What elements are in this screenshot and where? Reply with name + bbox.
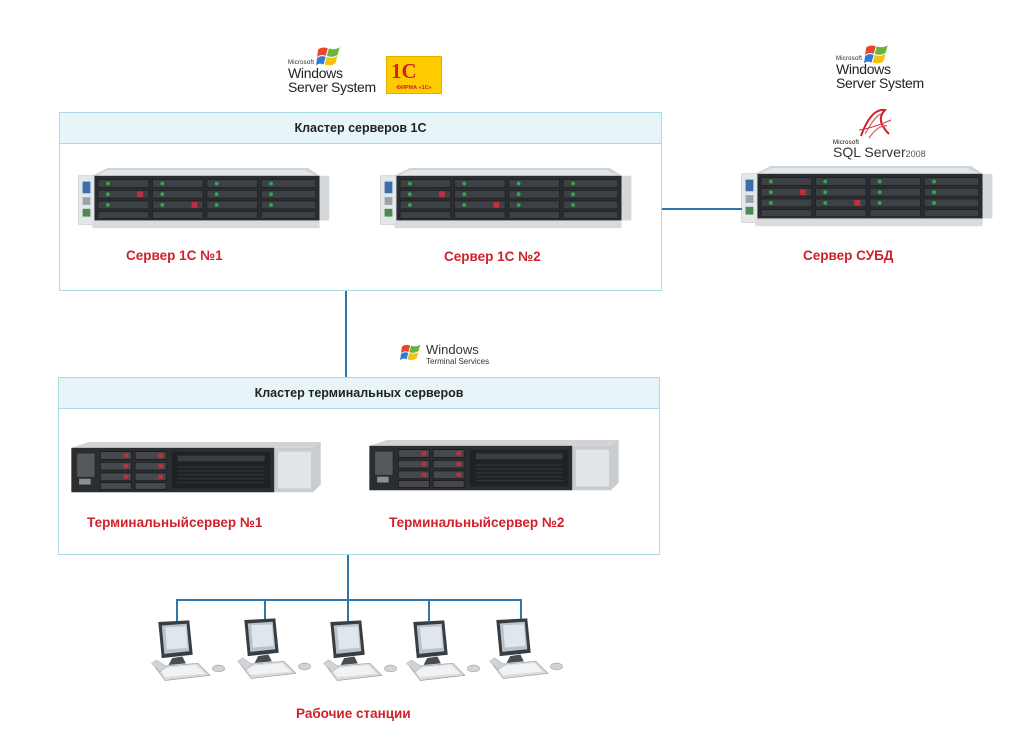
- logo-windows-text: Windows: [288, 65, 343, 81]
- 1u-rack-server-icon: [741, 166, 995, 234]
- server-1c-1-label: Сервер 1С №1: [126, 248, 223, 263]
- terminal-server-1-label: Терминальныйсервер №1: [87, 515, 263, 530]
- sql-server-version: 2008: [905, 149, 926, 159]
- windows-flag-icon: [316, 44, 344, 70]
- wts-terminal-services-text: Terminal Services: [426, 357, 490, 366]
- sql-microsoft-text: Microsoft: [833, 140, 860, 146]
- sql-server-logo-icon: [858, 108, 892, 139]
- connector-line: [347, 599, 349, 621]
- logo-microsoft-text: Microsoft: [836, 56, 863, 62]
- windows-flag-icon: [400, 342, 424, 364]
- cluster-1c-title: Кластер серверов 1С: [60, 113, 661, 144]
- connector-line: [176, 599, 178, 621]
- dbms-server-label: Сервер СУБД: [803, 248, 894, 263]
- connector-line: [264, 599, 266, 621]
- connector-line: [520, 599, 522, 621]
- desktop-workstation-icon: [234, 616, 320, 686]
- 1c-logo: 1C ФИРМА «1С»: [386, 56, 442, 94]
- workstations-label: Рабочие станции: [296, 706, 411, 721]
- logo-windows-text: Windows: [836, 61, 891, 77]
- 1c-logo-sub: ФИРМА «1С»: [396, 85, 432, 91]
- connector-line: [345, 291, 347, 377]
- network-bus-line: [176, 599, 522, 601]
- cluster-1c-servers: Кластер серверов 1С: [59, 112, 662, 291]
- 1u-rack-server-icon: [380, 168, 634, 236]
- terminal-server-2-label: Терминальныйсервер №2: [389, 515, 565, 530]
- sql-server-logo: Microsoft SQL Server2008: [833, 106, 928, 160]
- 1u-rack-server-icon: [78, 168, 332, 236]
- logo-server-system-text: Server System: [836, 75, 924, 91]
- cluster-terminal-title: Кластер терминальных серверов: [59, 378, 659, 409]
- desktop-workstation-icon: [486, 616, 572, 686]
- connector-line: [662, 208, 742, 210]
- windows-server-system-logo-left: Microsoft Windows Server System: [288, 50, 376, 94]
- sql-server-text: SQL Server: [833, 144, 906, 160]
- 1c-logo-main: 1C: [391, 59, 417, 83]
- connector-line: [428, 599, 430, 621]
- logo-server-system-text: Server System: [288, 79, 376, 95]
- windows-flag-icon: [864, 42, 892, 68]
- 2u-rack-server-icon: [368, 440, 622, 498]
- desktop-workstation-icon: [320, 618, 406, 688]
- server-1c-2-label: Сервер 1С №2: [444, 249, 541, 264]
- sql-server-name: SQL Server2008: [833, 144, 926, 160]
- 2u-rack-server-icon: [70, 442, 324, 500]
- windows-server-system-logo-right: Microsoft Windows Server System: [836, 46, 924, 90]
- desktop-workstation-icon: [403, 618, 489, 688]
- wts-windows-text: Windows: [426, 342, 479, 357]
- logo-microsoft-text: Microsoft: [288, 60, 315, 66]
- connector-line: [347, 555, 349, 600]
- desktop-workstation-icon: [148, 618, 234, 688]
